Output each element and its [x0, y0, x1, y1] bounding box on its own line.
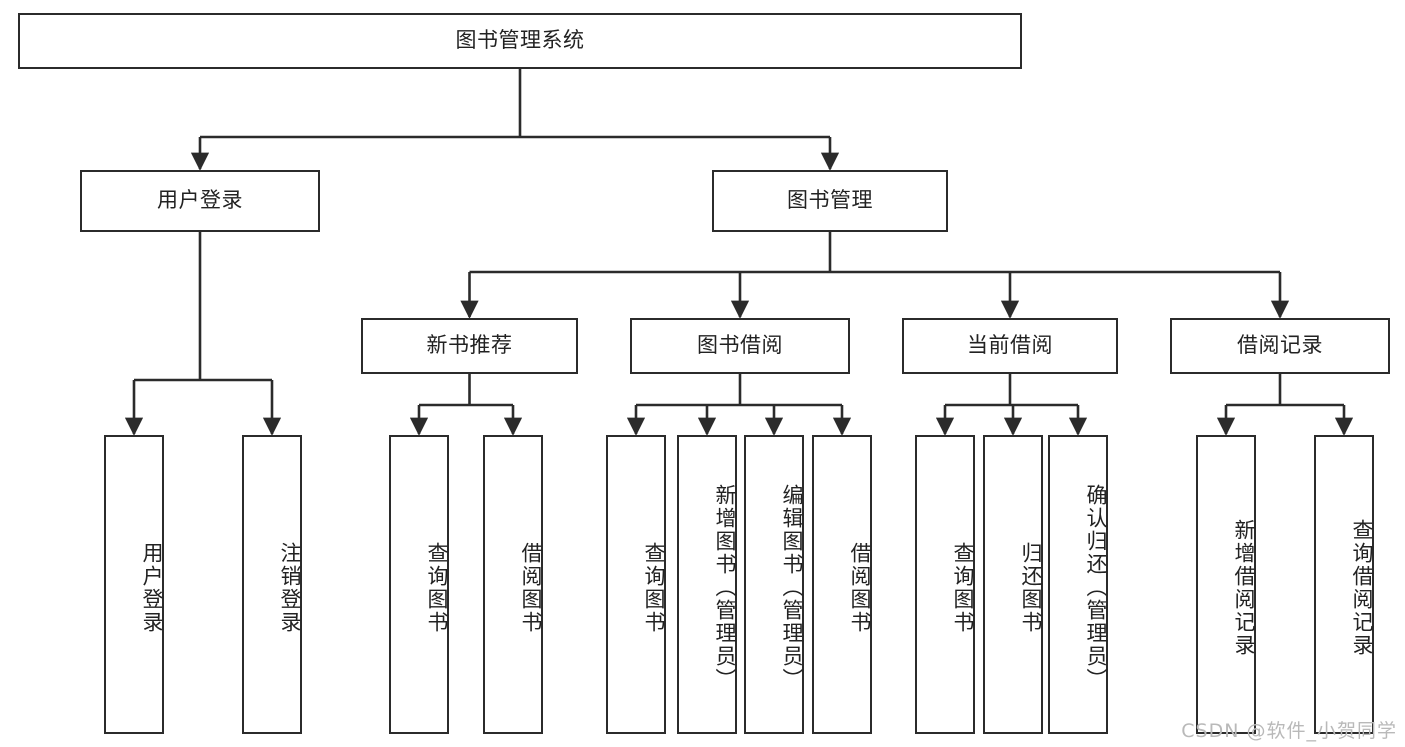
node-leaf-query-book-cur-label: 查询图书	[951, 541, 975, 634]
node-user-login[interactable]: 用户登录	[80, 170, 320, 232]
node-current-borrow-label: 当前借阅	[967, 333, 1053, 358]
node-borrow-record-label: 借阅记录	[1237, 333, 1323, 358]
node-book-borrow[interactable]: 图书借阅	[630, 318, 850, 374]
node-book-manage-label: 图书管理	[787, 188, 873, 213]
node-leaf-query-book-rec-label: 查询图书	[425, 541, 449, 634]
node-leaf-borrow-book-bor-label: 借阅图书	[848, 541, 872, 634]
node-root[interactable]: 图书管理系统	[18, 13, 1022, 69]
node-leaf-add-book-admin-label: 新增图书（管理员）	[713, 484, 737, 691]
node-leaf-add-borrow-record-label: 新增借阅记录	[1232, 518, 1256, 657]
node-leaf-borrow-book-rec[interactable]: 借阅图书	[483, 435, 543, 734]
node-leaf-confirm-return-admin[interactable]: 确认归还（管理员）	[1048, 435, 1108, 734]
node-leaf-confirm-return-admin-label: 确认归还（管理员）	[1084, 484, 1108, 691]
node-leaf-return-book-label: 归还图书	[1019, 541, 1043, 634]
node-leaf-return-book[interactable]: 归还图书	[983, 435, 1043, 734]
node-user-login-label: 用户登录	[157, 188, 243, 213]
node-leaf-query-book-bor[interactable]: 查询图书	[606, 435, 666, 734]
node-leaf-user-login-label: 用户登录	[140, 541, 164, 634]
node-leaf-add-book-admin[interactable]: 新增图书（管理员）	[677, 435, 737, 734]
node-leaf-query-book-cur[interactable]: 查询图书	[915, 435, 975, 734]
watermark-label: CSDN @软件_小贺同学	[1181, 720, 1397, 742]
node-leaf-borrow-book-rec-label: 借阅图书	[519, 541, 543, 634]
node-root-label: 图书管理系统	[455, 28, 585, 53]
node-leaf-query-borrow-record-label: 查询借阅记录	[1350, 518, 1374, 657]
node-leaf-edit-book-admin[interactable]: 编辑图书（管理员）	[744, 435, 804, 734]
node-leaf-borrow-book-bor[interactable]: 借阅图书	[812, 435, 872, 734]
node-book-manage[interactable]: 图书管理	[712, 170, 948, 232]
node-new-book-recommend[interactable]: 新书推荐	[361, 318, 578, 374]
node-current-borrow[interactable]: 当前借阅	[902, 318, 1118, 374]
node-leaf-query-book-rec[interactable]: 查询图书	[389, 435, 449, 734]
node-leaf-logout-login[interactable]: 注销登录	[242, 435, 302, 734]
node-leaf-edit-book-admin-label: 编辑图书（管理员）	[780, 484, 804, 691]
node-book-borrow-label: 图书借阅	[697, 333, 783, 358]
node-leaf-logout-login-label: 注销登录	[278, 541, 302, 634]
node-leaf-add-borrow-record[interactable]: 新增借阅记录	[1196, 435, 1256, 734]
node-borrow-record[interactable]: 借阅记录	[1170, 318, 1390, 374]
node-leaf-user-login[interactable]: 用户登录	[104, 435, 164, 734]
node-new-book-recommend-label: 新书推荐	[426, 333, 513, 358]
node-leaf-query-book-bor-label: 查询图书	[642, 541, 666, 634]
node-leaf-query-borrow-record[interactable]: 查询借阅记录	[1314, 435, 1374, 734]
